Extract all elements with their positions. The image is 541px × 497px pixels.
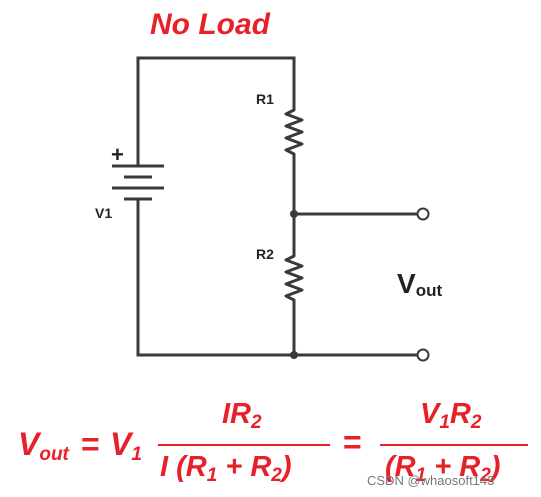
equation-v1: V1 <box>110 426 142 466</box>
fraction2-den-post: ) <box>490 451 501 483</box>
fraction1-numerator: IR2 <box>222 398 262 434</box>
wire-left-top <box>136 56 296 166</box>
resistor-r1-label: R1 <box>256 91 274 107</box>
equation-equals-2: = <box>343 424 362 460</box>
output-terminal-bottom <box>416 348 430 362</box>
output-voltage-main: V <box>397 268 416 299</box>
fraction1-den-pre: I (R <box>160 451 207 483</box>
wire-left-bottom <box>136 206 294 357</box>
fraction2-num-a: V <box>420 398 440 430</box>
fraction2-den-sub2: 2 <box>480 465 491 486</box>
resistor-r2 <box>284 248 304 310</box>
fraction2-den-sub1: 1 <box>415 465 427 486</box>
output-voltage-sub: out <box>415 281 443 300</box>
resistor-r2-label: R2 <box>256 246 274 262</box>
diagram-title: No Load <box>150 8 270 41</box>
fraction2-den-pre: (R <box>385 451 416 483</box>
fraction1-bar <box>158 444 330 446</box>
fraction2-den-mid: + R <box>426 451 481 483</box>
battery-label: V1 <box>95 205 113 221</box>
fraction2-num-b-sub: 2 <box>470 412 482 433</box>
junction-node-bottom <box>290 351 298 359</box>
output-terminal-top <box>416 207 430 221</box>
watermark: CSDN @whaosoft143 <box>367 473 495 488</box>
fraction1-denominator: I (R1 + R2) <box>160 451 292 487</box>
fraction1-den-sub1: 1 <box>206 465 218 486</box>
equation-equals-1: = <box>81 426 100 462</box>
equation-lhs: Vout <box>18 426 69 466</box>
fraction1-den-mid: + R <box>217 451 272 483</box>
equation-v1-sub: 1 <box>131 444 142 465</box>
equation-v1-main: V <box>110 426 132 462</box>
fraction2-numerator: V1R2 <box>420 398 481 434</box>
output-voltage-label: Vout <box>397 268 442 301</box>
resistor-r1 <box>284 102 304 160</box>
equation-lhs-sub: out <box>39 444 69 465</box>
junction-node-top <box>290 210 298 218</box>
fraction2-bar <box>380 444 528 446</box>
fraction1-numerator-sub: 2 <box>251 412 262 433</box>
fraction2-num-b: R <box>449 398 471 430</box>
fraction1-den-sub2: 2 <box>271 465 282 486</box>
fraction2-num-a-sub: 1 <box>439 412 450 433</box>
fraction1-numerator-main: IR <box>222 398 251 430</box>
equation-lhs-main: V <box>18 426 40 462</box>
fraction2-denominator: (R1 + R2) <box>385 451 500 487</box>
fraction1-den-post: ) <box>281 451 292 483</box>
battery-plus-sign: + <box>111 142 124 167</box>
